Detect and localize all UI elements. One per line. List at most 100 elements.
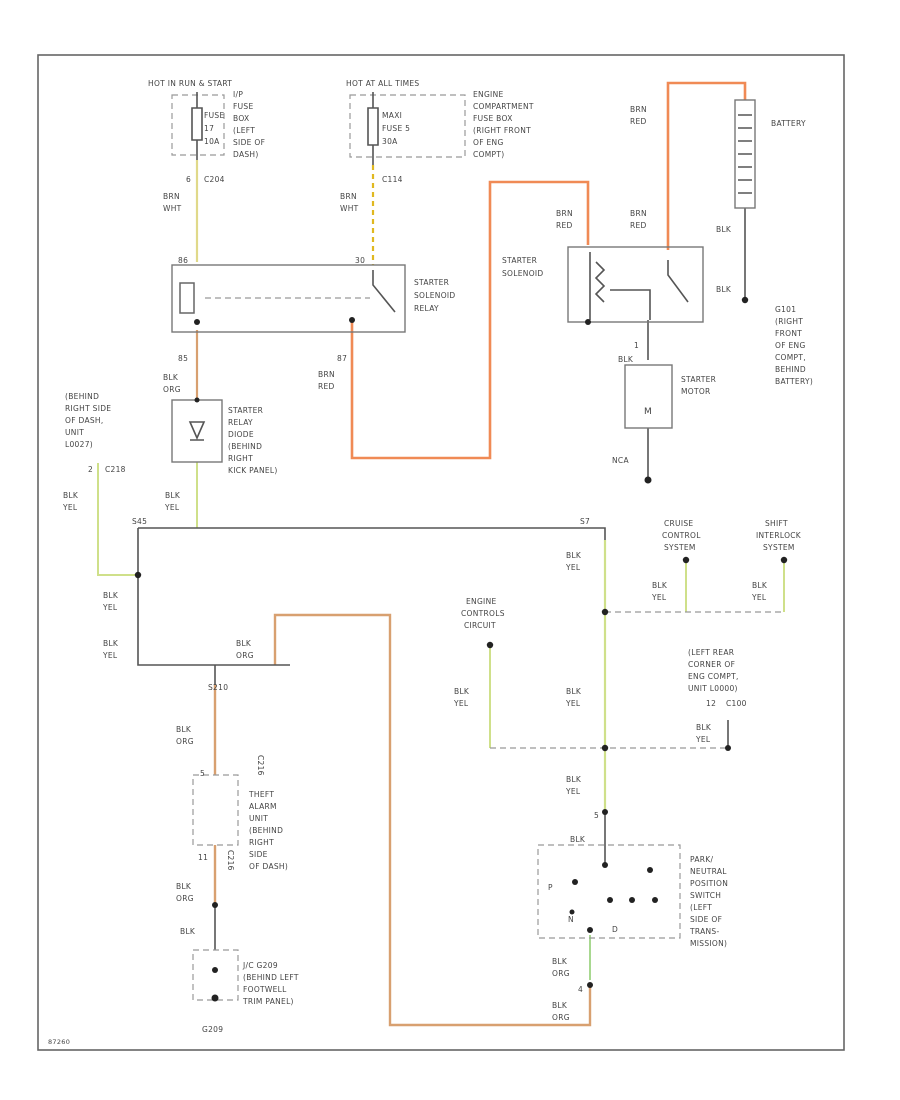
rear-corner-wire-1: YEL <box>695 735 711 744</box>
rear-corner-1: CORNER OF <box>688 660 735 669</box>
wire-brn-red-battery-to-solenoid <box>666 81 747 250</box>
fuse5-loc-2: FUSE BOX <box>473 114 513 123</box>
solenoid-wire-top-1: RED <box>630 117 647 126</box>
relay-label-0: STARTER <box>414 278 449 287</box>
cruise-label-2: SYSTEM <box>664 543 696 552</box>
jc-g209 <box>192 949 239 1001</box>
jc-label-3: TRIM PANEL) <box>242 997 294 1006</box>
left-ground-0: (BEHIND <box>65 392 99 401</box>
solenoid-wire-bat-0: BRN <box>630 209 647 218</box>
wire-w6-1: YEL <box>565 787 581 796</box>
rear-corner-3: UNIT L0000) <box>688 684 738 693</box>
theft-label-3: (BEHIND <box>249 826 283 835</box>
fuse5-loc-0: ENGINE <box>473 90 504 99</box>
theft-pin-bottom: 11 <box>198 853 208 862</box>
diode-label-4: RIGHT <box>228 454 253 463</box>
theft-wire-out-0: BLK <box>176 882 192 891</box>
battery-ground-2: FRONT <box>775 329 802 338</box>
left-ground-wire-0: BLK <box>63 491 79 500</box>
starter-motor <box>624 364 673 429</box>
left-ground-pin: 2 <box>88 465 93 474</box>
rear-corner-wire-0: BLK <box>696 723 712 732</box>
motor-m: M <box>644 407 652 417</box>
pnp-label-1: NEUTRAL <box>690 867 727 876</box>
relay-label-1: SOLENOID <box>414 291 455 300</box>
battery-ground-4: COMPT, <box>775 353 806 362</box>
diode-label-0: STARTER <box>228 406 263 415</box>
fuse17-conn: C204 <box>204 175 225 184</box>
motor-pin: 1 <box>634 341 639 350</box>
diode-label-1: RELAY <box>228 418 253 427</box>
footer-code: 87260 <box>48 1038 70 1046</box>
theft-label-2: UNIT <box>249 814 268 823</box>
rear-corner-conn: C100 <box>726 699 747 708</box>
theft-label-0: THEFT <box>248 790 274 799</box>
solenoid-wire-in-0: BRN <box>556 209 573 218</box>
relay-label-2: RELAY <box>414 304 439 313</box>
diode-wire-0: BLK <box>165 491 181 500</box>
fuse-17-box <box>171 94 225 156</box>
shift-wire-0: BLK <box>752 581 768 590</box>
wire-w1-0: BLK <box>566 551 582 560</box>
left-ground-conn: C218 <box>105 465 126 474</box>
engine-wire-1: YEL <box>453 699 469 708</box>
relay-wire-out-0: BRN <box>318 370 335 379</box>
wire-w5-1: YEL <box>565 699 581 708</box>
battery-wire-neg2: BLK <box>716 285 732 294</box>
pnp-n: N <box>568 915 574 924</box>
pnp-wire-bottom2-1: ORG <box>552 1013 570 1022</box>
fuse17-amps: 10A <box>204 137 220 146</box>
pnp-d: D <box>612 925 618 934</box>
battery-label: BATTERY <box>771 119 806 128</box>
motor-wire: BLK <box>618 355 634 364</box>
wire-w3-0: BLK <box>236 639 252 648</box>
pnp-label-7: MISSION) <box>690 939 727 948</box>
pnp-label-2: POSITION <box>690 879 728 888</box>
battery-ground-5: BEHIND <box>775 365 806 374</box>
pnp-wire-bottom-1: ORG <box>552 969 570 978</box>
fuse17-fuse-label: FUSE <box>204 111 225 120</box>
wire-w4-1: YEL <box>102 651 118 660</box>
rear-corner-2: ENG COMPT, <box>688 672 739 681</box>
battery-ground-3: OF ENG <box>775 341 806 350</box>
cruise-wire-1: YEL <box>651 593 667 602</box>
battery <box>734 99 756 209</box>
rear-corner-0: (LEFT REAR <box>688 648 734 657</box>
relay-switch <box>372 270 396 313</box>
jc-wire: BLK <box>180 927 196 936</box>
pnp-label-6: TRANS- <box>689 927 720 936</box>
shift-wire-1: YEL <box>751 593 767 602</box>
fuse5-fuse-2: 30A <box>382 137 398 146</box>
wire-blk-org-to-pnp-switch <box>273 613 592 1027</box>
theft-label-1: ALARM <box>249 802 277 811</box>
fuse17-wire-1: WHT <box>163 204 182 213</box>
wire-w5-0: BLK <box>566 687 582 696</box>
solenoid-coil <box>589 252 606 320</box>
jc-label-0: J/C G209 <box>242 961 278 970</box>
fuse17-loc-4: SIDE OF <box>233 138 265 147</box>
engine-wire-0: BLK <box>454 687 470 696</box>
relay-wire-bottom-1: ORG <box>163 385 181 394</box>
diode-symbol <box>188 421 206 441</box>
fuse5-wire-0: BRN <box>340 192 357 201</box>
diode-wire-1: YEL <box>164 503 180 512</box>
pnp-label-5: SIDE OF <box>690 915 722 924</box>
solenoid-wire-top-0: BRN <box>630 105 647 114</box>
splice-s1: S45 <box>132 517 147 526</box>
shift-label-2: SYSTEM <box>763 543 795 552</box>
pnp-label-3: SWITCH <box>690 891 721 900</box>
diode-label-5: KICK PANEL) <box>228 466 278 475</box>
rear-corner-pin: 12 <box>706 699 716 708</box>
relay-pin-right: 30 <box>355 256 365 265</box>
connection-dots <box>134 296 788 1002</box>
engine-label-0: ENGINE <box>466 597 497 606</box>
wire-w4-0: BLK <box>103 639 119 648</box>
starter-relay-diode <box>171 399 223 463</box>
fuse17-loc-0: I/P <box>233 90 243 99</box>
relay-pin-left: 86 <box>178 256 188 265</box>
wire-w3-1: ORG <box>236 651 254 660</box>
theft-label-4: RIGHT <box>249 838 274 847</box>
theft-conn-bottom: C216 <box>226 850 235 871</box>
pnp-wire-top: BLK <box>570 835 586 844</box>
jc-label-1: (BEHIND LEFT <box>243 973 299 982</box>
